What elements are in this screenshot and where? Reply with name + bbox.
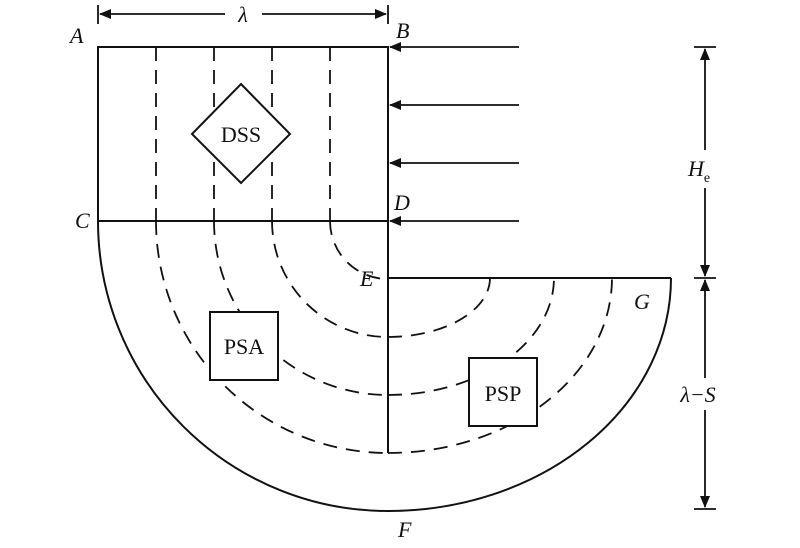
point-g-label: G [634, 289, 650, 314]
svg-text:DSS: DSS [221, 122, 261, 147]
psa-zone-label: PSA [209, 311, 279, 381]
psa-dashed-arc-2 [213, 220, 389, 396]
he-label: He [687, 156, 710, 186]
outer-boundary-arc [97, 220, 672, 513]
point-c-label: C [75, 208, 90, 233]
top-dimension: λ [97, 2, 389, 27]
psa-dashed-arc-4 [329, 220, 389, 280]
point-a-label: A [68, 23, 84, 48]
svg-text:PSA: PSA [224, 334, 264, 359]
point-f-label: F [397, 517, 412, 542]
psp-zone-label: PSP [468, 357, 538, 427]
point-e-label: E [359, 266, 374, 291]
point-d-label: D [393, 190, 410, 215]
psa-dashed-arc-1 [155, 220, 389, 454]
dss-rectangle [97, 46, 389, 222]
lambda-label: λ [237, 2, 248, 27]
right-dimensions: He λ−S [679, 46, 716, 510]
psa-dashed-arc-3 [271, 220, 389, 338]
lambda-minus-s-label: λ−S [679, 382, 715, 407]
dss-zone-label: DSS [190, 82, 292, 185]
psp-dashed-arc-3 [387, 277, 491, 338]
load-arrows [389, 42, 519, 226]
psp-dashed-arc-1 [387, 277, 613, 454]
svg-text:PSP: PSP [485, 381, 522, 406]
point-b-label: B [396, 18, 409, 43]
